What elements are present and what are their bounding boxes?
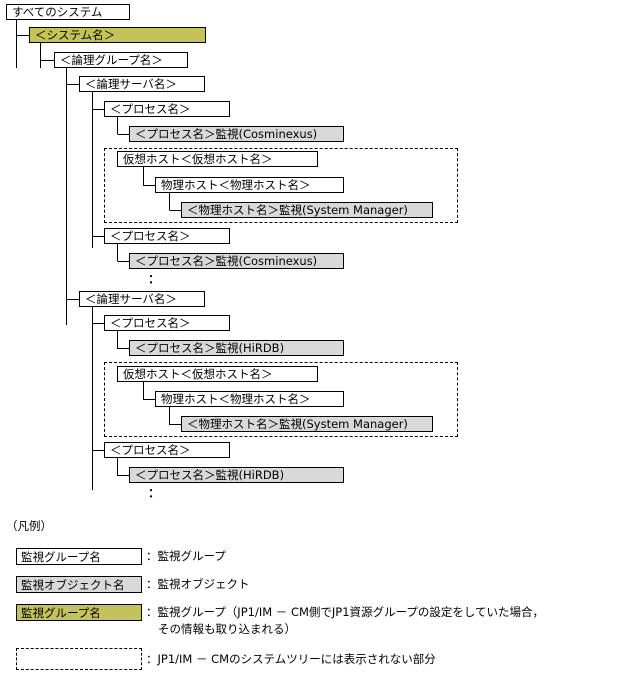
process-node-1a: ＜プロセス名＞: [104, 101, 230, 117]
legend-monitor-object-desc: ：監視オブジェクト: [146, 577, 250, 591]
process-node-2b: ＜プロセス名＞: [104, 442, 230, 458]
logical-server-node-2: ＜論理サーバ名＞: [79, 291, 205, 307]
legend-monitor-group-desc: ：監視グループ: [146, 549, 226, 563]
legend-monitor-group-box: 監視グループ名: [16, 548, 142, 565]
ellipsis-2: ：: [148, 486, 161, 500]
legend-system-group-desc-line2: その情報も取り込まれる）: [158, 622, 296, 636]
physical-host-node-2: 物理ホスト＜物理ホスト名＞: [155, 391, 344, 407]
legend-dashed-desc: ：JP1/IM － CMのシステムツリーには表示されない部分: [146, 652, 436, 666]
process-monitor-node-2b: ＜プロセス名＞監視(HiRDB): [129, 467, 344, 483]
hidden-part-box-1: [104, 148, 458, 223]
ellipsis-1: ：: [148, 272, 161, 286]
legend-system-group-box: 監視グループ名: [16, 604, 142, 621]
logical-server-node-1: ＜論理サーバ名＞: [79, 76, 205, 92]
legend-monitor-object-box: 監視オブジェクト名: [16, 576, 142, 593]
physical-host-monitor-node-2: ＜物理ホスト名＞監視(System Manager): [181, 416, 433, 432]
process-node-1b: ＜プロセス名＞: [104, 228, 230, 244]
legend-title: （凡例）: [6, 519, 52, 533]
logical-group-node: ＜論理グループ名＞: [54, 52, 188, 68]
legend-system-group-desc: ：監視グループ（JP1/IM － CM側でJP1資源グループの設定をしていた場合…: [146, 605, 545, 619]
root-node: すべてのシステム: [6, 4, 130, 20]
process-monitor-node-1b: ＜プロセス名＞監視(Cosminexus): [129, 253, 344, 269]
process-monitor-node-2a: ＜プロセス名＞監視(HiRDB): [129, 340, 344, 356]
process-monitor-node-1a: ＜プロセス名＞監視(Cosminexus): [129, 126, 344, 142]
process-node-2a: ＜プロセス名＞: [104, 315, 230, 331]
legend-dashed-box: [16, 648, 142, 670]
virtual-host-node-2: 仮想ホスト＜仮想ホスト名＞: [117, 366, 318, 382]
hidden-part-box-2: [104, 362, 458, 437]
virtual-host-node-1: 仮想ホスト＜仮想ホスト名＞: [117, 151, 318, 167]
system-node: ＜システム名＞: [29, 27, 206, 43]
physical-host-node-1: 物理ホスト＜物理ホスト名＞: [155, 177, 344, 193]
physical-host-monitor-node-1: ＜物理ホスト名＞監視(System Manager): [181, 202, 433, 218]
